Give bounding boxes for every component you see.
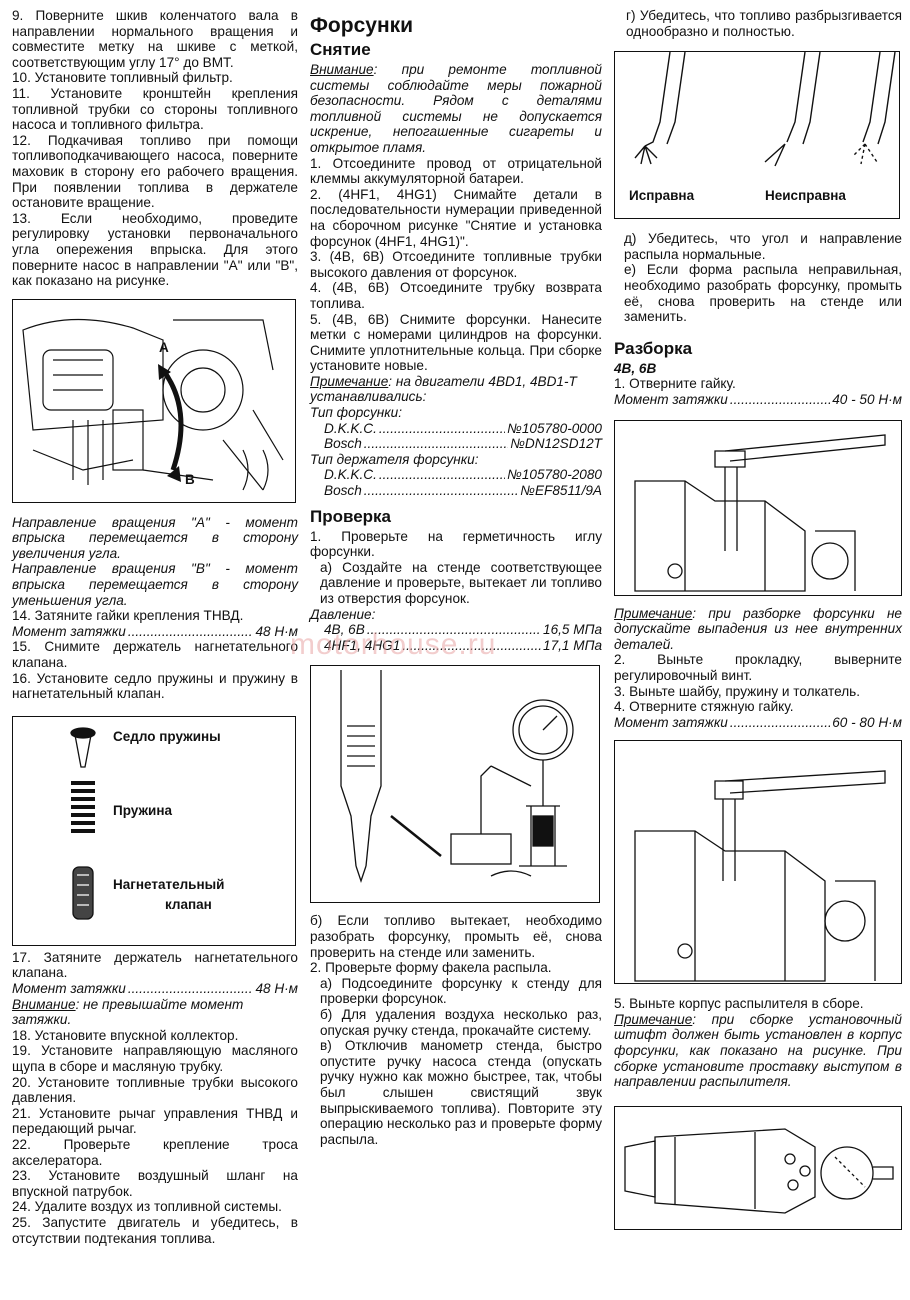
step-22: 22. Проверьте крепление троса акселерато… [12, 1136, 298, 1168]
step-23: 23. Установите воздушный шланг на впускн… [12, 1168, 298, 1199]
disasm-step-4: 4. Отверните стяжную гайку. [614, 699, 794, 715]
check-step-1a: а) Создайте на стенде соответствующее да… [320, 559, 602, 606]
check-step-2d: д) Убедитесь, что угол и направление рас… [624, 231, 902, 262]
step-20: 20. Установите топливные трубки высокого… [12, 1074, 298, 1106]
note-assembly: Примечание: при сборке установочный штиф… [614, 1011, 902, 1090]
label-spring: Пружина [113, 802, 172, 818]
check-step-2g: г) Убедитесь, что топливо разбрызгиваетс… [626, 8, 902, 39]
holder-type-label: Тип держателя форсунки: [310, 451, 479, 467]
step-21: 21. Установите рычаг управления ТНВД и п… [12, 1105, 298, 1137]
removal-step-2: 2. (4HF1, 4HG1) Снимайте детали в послед… [310, 186, 602, 249]
pressure-label: Давление: [310, 606, 376, 622]
disasm-step-5: 5. Выньте корпус распылителя в сборе. [614, 996, 864, 1012]
step-15: 15. Снимите держатель нагнетательного кл… [12, 639, 298, 671]
injector-type-label: Тип форсунки: [310, 405, 402, 421]
direction-a-note: Направление вращения "А" - момент впрыск… [12, 514, 298, 561]
torque-line-1: Момент затяжки48 Н·м [12, 624, 298, 640]
check-step-2b: б) Для удаления воздуха несколько раз, о… [320, 1006, 602, 1038]
spray-pattern-illustration [634, 52, 896, 167]
removal-step-5: 5. (4B, 6B) Снимите форсунки. Нанесите м… [310, 311, 602, 374]
injector-type-row: Bosch№DN12SD12T [310, 436, 602, 452]
step-16: 16. Установите седло пружины и пружину в… [12, 670, 298, 702]
vise-body-illustration [634, 770, 886, 982]
label-spring-seat: Седло пружины [113, 728, 221, 744]
step-19: 19. Установите направляющую масляного щу… [12, 1043, 298, 1074]
note-engines: Примечание: на двигатели 4BD1, 4BD1-T ус… [310, 373, 577, 405]
check-step-2c: в) Отключив манометр стенда, быстро опус… [320, 1038, 602, 1147]
column-right: г) Убедитесь, что топливо разбрызгиваетс… [614, 8, 902, 1230]
test-stand-illustration [340, 670, 574, 884]
torque-line-2: Момент затяжки48 Н·м [12, 981, 298, 997]
subsection-check: Проверка [310, 506, 392, 526]
label-ok: Исправна [629, 188, 695, 204]
check-step-2a: а) Подсоедините форсунку к стенду для пр… [320, 975, 602, 1007]
nozzle-body-illustration [624, 1128, 894, 1214]
figure-valve-parts: Седло пружины Пружина Нагнетательный кла… [12, 715, 296, 946]
subsection-disassembly: Разборка [614, 338, 693, 358]
check-step-2e: е) Если форма распыла неправильная, необ… [624, 262, 902, 325]
warning-fire: Внимание: при ремонте топливной системы … [310, 62, 602, 155]
disasm-step-2: 2. Выньте прокладку, выверните регулиров… [614, 652, 902, 683]
step-12: 12. Подкачивая топливо при помощи топлив… [12, 132, 298, 211]
direction-b-note: Направление вращения "В" - момент впрыск… [12, 561, 298, 608]
removal-step-3: 3. (4B, 6B) Отсоедините топливные трубки… [310, 249, 602, 280]
figure-pump-rotation: A B [12, 298, 296, 503]
figure-nozzle-body [614, 1105, 902, 1230]
column-left: 9. Поверните шкив коленчатого вала в нап… [12, 8, 298, 1246]
holder-type-row: Bosch№EF8511/9A [310, 483, 602, 499]
step-14: 14. Затяните гайки крепления ТНВД. [12, 608, 244, 624]
label-valve-1: Нагнетательный [113, 876, 225, 892]
section-title: Форсунки [310, 14, 414, 37]
steps-top: 9. Поверните шкив коленчатого вала в нап… [12, 8, 298, 289]
check-step-2: 2. Проверьте форму факела распыла. [310, 960, 552, 976]
step-11: 11. Установите кронштейн крепления топли… [12, 85, 298, 133]
step-18: 18. Установите впускной коллектор. [12, 1027, 239, 1043]
step-13: 13. Если необходимо, проведите регулиров… [12, 210, 298, 289]
torque-line-4: Момент затяжки60 - 80 Н·м [614, 715, 902, 731]
step-25: 25. Запустите двигатель и убедитесь, в о… [12, 1214, 298, 1246]
label-b: B [185, 471, 195, 487]
pressure-row: 4HF1, 4HG117,1 МПа [310, 638, 602, 654]
figure-vise-body [614, 740, 902, 985]
removal-step-1: 1. Отсоедините провод от отрицательной к… [310, 155, 602, 187]
warning-note: Внимание: не превышайте момент затяжки. [12, 996, 244, 1028]
label-bad: Неисправна [765, 188, 846, 204]
subsection-removal: Снятие [310, 40, 371, 59]
note-disassembly: Примечание: при разборке форсунки не доп… [614, 605, 902, 652]
label-a: A [159, 339, 169, 355]
models-label: 4B, 6B [614, 360, 657, 376]
vise-nut-illustration [634, 433, 886, 592]
disasm-step-3: 3. Выньте шайбу, пружину и толкатель. [614, 683, 861, 699]
figure-test-stand [310, 665, 600, 904]
step-10: 10. Установите топливный фильтр. [12, 70, 233, 86]
step-9: 9. Поверните шкив коленчатого вала в нап… [12, 8, 298, 70]
torque-line-3: Момент затяжки40 - 50 Н·м [614, 392, 902, 408]
check-step-1: 1. Проверьте на герметичность иглу форсу… [310, 528, 602, 560]
check-step-1b: б) Если топливо вытекает, необходимо раз… [310, 913, 602, 960]
holder-type-row: D.K.K.C.№105780-2080 [310, 467, 602, 483]
figure-vise-nut [614, 419, 902, 596]
valve-parts-illustration [70, 727, 96, 920]
column-middle: Форсунки Снятие Внимание: при ремонте то… [310, 8, 602, 1147]
step-17: 17. Затяните держатель нагнетательного к… [12, 949, 298, 981]
figure-spray-pattern: Исправна Неисправна [614, 51, 900, 220]
removal-step-4: 4. (4B, 6B) Отсоедините трубку возврата … [310, 280, 602, 311]
injector-type-row: D.K.K.C.№105780-0000 [310, 421, 602, 437]
disasm-step-1: 1. Отверните гайку. [614, 376, 736, 392]
steps-bottom: 18. Установите впускной коллектор. 19. У… [12, 1028, 298, 1246]
step-24: 24. Удалите воздух из топливной системы. [12, 1199, 282, 1215]
pressure-row: 4B, 6B16,5 МПа [310, 622, 602, 638]
pump-engine-illustration [22, 318, 284, 491]
label-valve-2: клапан [165, 896, 212, 912]
